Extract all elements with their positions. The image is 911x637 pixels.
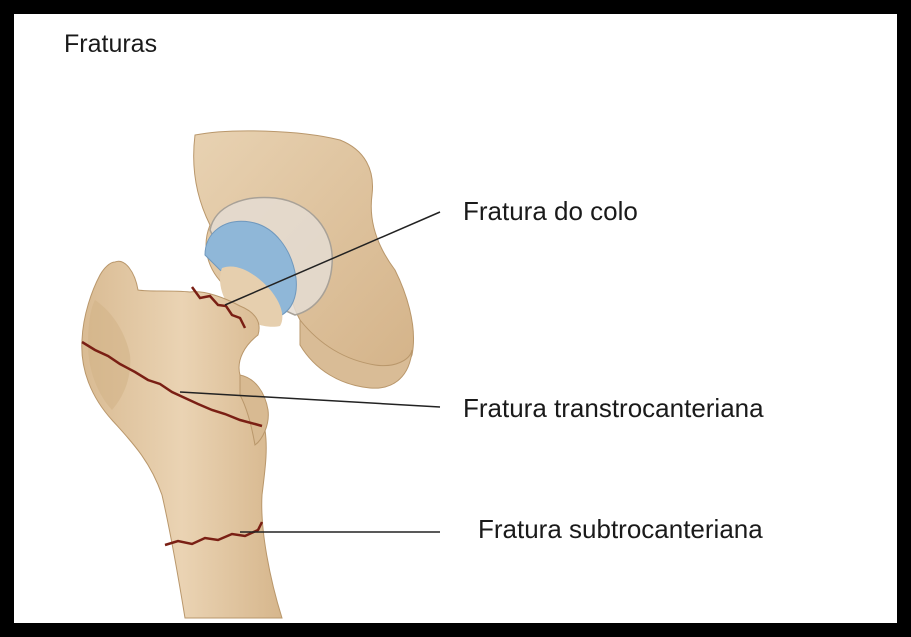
diagram-title: Fraturas (64, 30, 157, 59)
label-neck-fracture: Fratura do colo (463, 196, 638, 227)
label-subtrochanteric-fracture: Fratura subtrocanteriana (478, 514, 763, 545)
label-transtrochanteric-fracture: Fratura transtrocanteriana (463, 393, 764, 424)
femur (82, 261, 282, 618)
